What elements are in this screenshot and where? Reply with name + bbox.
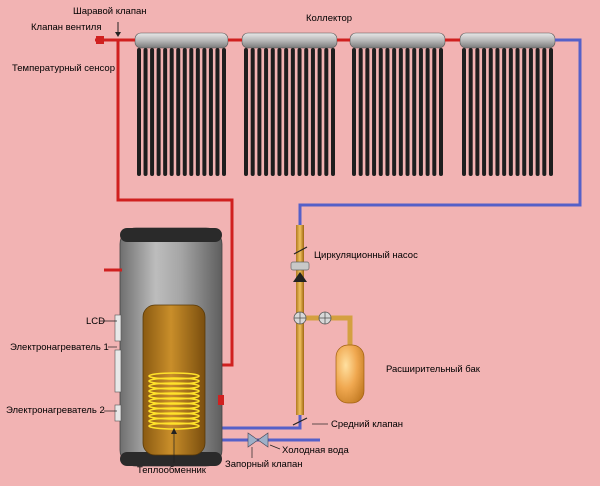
collector-panel-4 <box>459 32 556 176</box>
shutoff-valve <box>247 432 269 448</box>
label-heater-2: Электронагреватель 2 <box>6 405 105 416</box>
label-ball-valve: Шаравой клапан <box>73 6 147 17</box>
collector-panel-2 <box>241 32 338 176</box>
heater-2-element <box>114 404 122 422</box>
middle-valve-handle <box>292 417 308 426</box>
gauge-valve-right <box>318 311 332 325</box>
gauge-valve-left <box>293 311 307 325</box>
hot-pipe-collector-to-tank <box>95 38 234 367</box>
label-valve: Клапан вентиля <box>31 22 102 33</box>
ball-valve-arrow <box>115 32 121 37</box>
cold-water-leader <box>269 444 281 450</box>
label-expansion-tank: Расширительный бак <box>386 364 480 375</box>
solar-collector-array <box>134 32 556 176</box>
label-temp-sensor: Температурный сенсор <box>12 63 115 74</box>
storage-tank <box>119 227 223 467</box>
cold-return-pipe-bottom <box>222 415 302 430</box>
cold-return-pipe <box>298 38 582 225</box>
label-circulation-pump: Циркуляционный насос <box>314 250 418 261</box>
circulation-pump <box>290 246 310 282</box>
label-collector: Коллектор <box>306 13 353 24</box>
heat-exchanger-arrow <box>171 428 177 434</box>
collector-panel-1 <box>134 32 229 176</box>
expansion-tank <box>335 344 365 404</box>
lcd-panel <box>114 314 122 342</box>
label-lcd: LCD <box>86 316 106 327</box>
heater-1-element <box>114 349 122 393</box>
collector-panel-3 <box>349 32 446 176</box>
inlet-valve <box>96 36 104 44</box>
label-middle-valve: Средний клапан <box>331 419 404 430</box>
label-shutoff-valve: Запорный клапан <box>225 459 303 470</box>
label-heat-exchanger: Теплообменник <box>137 465 206 476</box>
label-heater-1: Электронагреватель 1 <box>10 342 109 353</box>
tank-hot-connector <box>218 395 224 405</box>
label-cold-water: Холодная вода <box>282 445 349 456</box>
